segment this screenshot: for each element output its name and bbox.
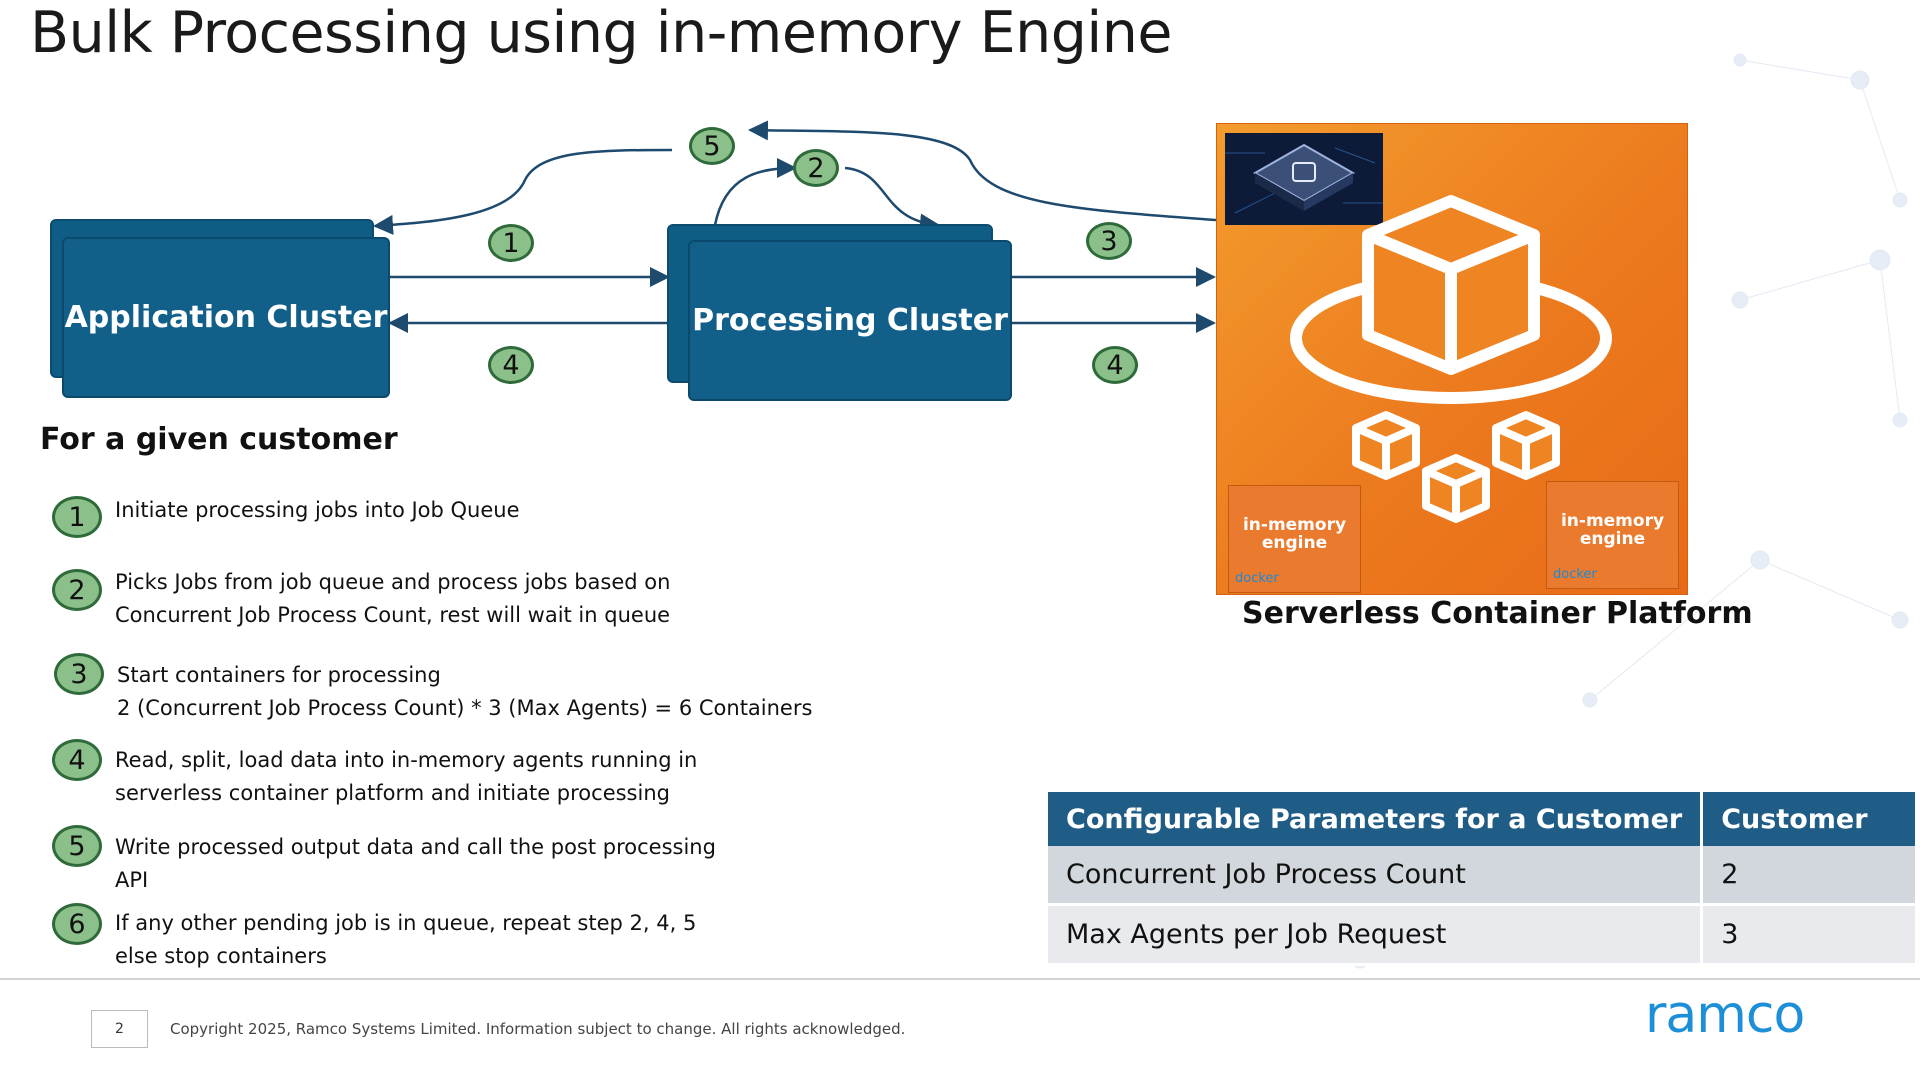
ramco-logo: ramco <box>1645 985 1805 1045</box>
steps-heading: For a given customer <box>40 422 398 457</box>
table-row: Max Agents per Job Request 3 <box>1048 904 1919 966</box>
flow-badge-1: 1 <box>488 224 534 262</box>
step-5-line-1: Write processed output data and call the… <box>115 835 716 859</box>
arrow-step-5-to-app <box>373 148 673 235</box>
footer-divider <box>0 978 1920 980</box>
flow-badge-3: 3 <box>1086 222 1132 260</box>
flow-badge-2: 2 <box>793 149 839 187</box>
step-badge-6: 6 <box>52 903 102 945</box>
configurable-parameters-table: Configurable Parameters for a Customer C… <box>1048 792 1919 966</box>
step-6-line-1: If any other pending job is in queue, re… <box>115 911 697 935</box>
table-cell-value: 2 <box>1701 846 1919 906</box>
chip-icon <box>1225 133 1383 225</box>
table-row: Concurrent Job Process Count 2 <box>1048 846 1919 906</box>
table-header-parameter: Configurable Parameters for a Customer <box>1048 792 1704 846</box>
step-badge-5: 5 <box>52 825 102 867</box>
step-2-text: Picks Jobs from job queue and process jo… <box>115 566 670 632</box>
step-3-line-2: 2 (Concurrent Job Process Count) * 3 (Ma… <box>117 696 813 720</box>
step-2-line-1: Picks Jobs from job queue and process jo… <box>115 570 671 594</box>
application-cluster-label: Application Cluster <box>64 300 388 335</box>
step-badge-4: 4 <box>52 739 102 781</box>
application-cluster: Application Cluster <box>62 237 390 398</box>
step-badge-3: 3 <box>54 653 104 695</box>
in-memory-engine-container-right: in-memory engine docker <box>1546 481 1679 589</box>
table-cell-value: 3 <box>1701 904 1919 966</box>
processing-cluster: Processing Cluster <box>688 240 1012 401</box>
table-cell-param: Max Agents per Job Request <box>1048 904 1704 966</box>
arrow-step-5-to-platform <box>748 120 1217 222</box>
flow-badge-5: 5 <box>689 127 735 165</box>
engine-label-line1: in-memory <box>1560 511 1665 531</box>
arrow-step-2-return <box>844 166 940 234</box>
table-header-customer: Customer <box>1701 792 1919 846</box>
step-3-text: Start containers for processing 2 (Concu… <box>117 659 812 725</box>
step-1-text: Initiate processing jobs into Job Queue <box>115 494 520 527</box>
page-number: 2 <box>91 1010 148 1048</box>
step-6-text: If any other pending job is in queue, re… <box>115 907 696 973</box>
engine-label-line2: engine <box>1579 529 1646 549</box>
step-6-line-2: else stop containers <box>115 944 327 968</box>
step-3-line-1: Start containers for processing <box>117 663 441 687</box>
flow-badge-4-left: 4 <box>488 346 534 384</box>
in-memory-cube-icon <box>1290 195 1612 523</box>
step-5-text: Write processed output data and call the… <box>115 831 716 897</box>
engine-label-line1: in-memory <box>1242 515 1347 535</box>
flow-badge-4-right: 4 <box>1092 346 1138 384</box>
docker-logo-icon: docker <box>1553 567 1597 582</box>
engine-label-line2: engine <box>1261 533 1328 553</box>
step-4-line-2: serverless container platform and initia… <box>115 781 670 805</box>
table-cell-param: Concurrent Job Process Count <box>1048 846 1704 906</box>
arrow-step-2 <box>713 158 797 226</box>
copyright-text: Copyright 2025, Ramco Systems Limited. I… <box>170 1020 906 1038</box>
docker-logo-icon: docker <box>1235 571 1279 586</box>
step-5-line-2: API <box>115 868 149 892</box>
step-4-line-1: Read, split, load data into in-memory ag… <box>115 748 698 772</box>
processing-cluster-label: Processing Cluster <box>692 303 1008 338</box>
step-badge-1: 1 <box>52 496 102 538</box>
chip-graphic <box>1225 143 1383 214</box>
step-1-line-1: Initiate processing jobs into Job Queue <box>115 498 520 522</box>
platform-label: Serverless Container Platform <box>1242 596 1753 631</box>
in-memory-engine-container-left: in-memory engine docker <box>1228 485 1361 593</box>
step-4-text: Read, split, load data into in-memory ag… <box>115 744 697 810</box>
step-2-line-2: Concurrent Job Process Count, rest will … <box>115 603 671 627</box>
step-badge-2: 2 <box>52 569 102 611</box>
page-title: Bulk Processing using in-memory Engine <box>30 0 1172 66</box>
